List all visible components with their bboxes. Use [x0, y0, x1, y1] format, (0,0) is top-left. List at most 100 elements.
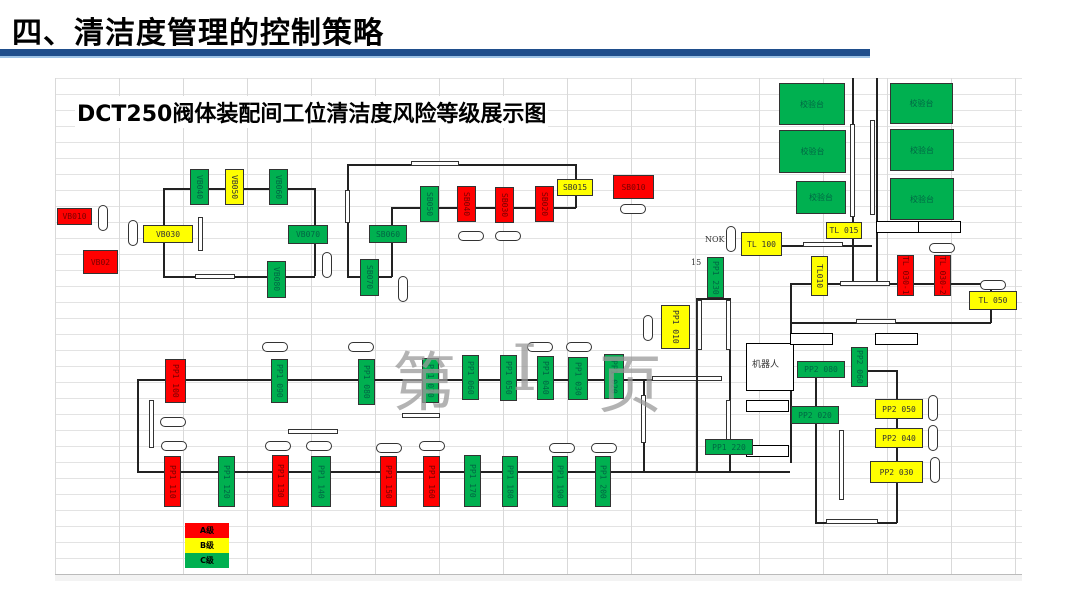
station-pp1-220[interactable]: PP1 220 [705, 439, 753, 455]
flow-arrow-right [288, 429, 338, 434]
watermark-char: 页 [598, 349, 662, 423]
station-pp1-120[interactable]: PP1 120 [218, 456, 235, 507]
station-pp2-030[interactable]: PP2 030 [870, 461, 923, 483]
station-pp2-050[interactable]: PP2 050 [875, 399, 923, 419]
station-pp1-110[interactable]: PP1 110 [164, 456, 181, 507]
station-vb010[interactable]: VB010 [57, 208, 92, 225]
station-pp1-090[interactable]: PP1 090 [271, 359, 288, 403]
station-sb015[interactable]: SB015 [557, 179, 593, 196]
spreadsheet-canvas [55, 78, 1022, 574]
station-pp1-050[interactable]: PP1 050 [500, 355, 517, 401]
station-pp1-150[interactable]: PP1 150 [380, 456, 397, 507]
station-pp1-140[interactable]: PP1 140 [311, 456, 331, 507]
legend-c: C级 [185, 553, 229, 568]
operator-icon [376, 443, 402, 453]
station-sb030[interactable]: SB030 [495, 187, 514, 223]
operator-icon [929, 243, 955, 253]
flow-arrow-left [195, 274, 235, 279]
station-tl050[interactable]: TL 050 [969, 291, 1017, 310]
station-pp1-080[interactable]: PP1 080 [358, 359, 375, 405]
station-pp2-020[interactable]: PP2 020 [791, 406, 839, 424]
vb-loop-bottom [163, 276, 315, 278]
station-pp1-100[interactable]: PP1 100 [165, 359, 186, 403]
station-vb070[interactable]: VB070 [288, 225, 328, 244]
station-pp1-020[interactable]: PP1 020 [604, 354, 624, 399]
station-pp1-190[interactable]: PP1 190 [552, 456, 568, 507]
station-pp1-070[interactable]: PP1 070 [422, 358, 439, 403]
station-pp1-030[interactable]: PP1 030 [568, 357, 588, 400]
station-tl015[interactable]: TL 015 [826, 222, 862, 239]
flow-arrow-right [826, 519, 878, 524]
operator-icon [527, 342, 553, 352]
flow-arrow-up [697, 300, 702, 350]
station-sb060[interactable]: SB060 [369, 225, 407, 243]
station-tl010[interactable]: TL010 [811, 256, 828, 296]
flow-arrow-left [803, 242, 843, 247]
slide-title: 四、清洁度管理的控制策略 [12, 16, 384, 51]
station-tl030-1[interactable]: TL 030-1 [897, 255, 914, 296]
check-station-3[interactable]: 校验台 [796, 181, 846, 214]
station-vb080[interactable]: VB080 [267, 261, 286, 298]
pp1-feed-line-2 [729, 298, 731, 472]
operator-icon [322, 252, 332, 278]
operator-icon [419, 441, 445, 451]
operator-icon [928, 395, 938, 421]
station-pp1-180[interactable]: PP1 180 [502, 456, 518, 507]
flow-arrow-down [839, 430, 844, 500]
flow-arrow-down [641, 395, 646, 443]
operator-icon [306, 441, 332, 451]
check-station-6[interactable]: 校验台 [890, 178, 954, 220]
operator-icon [161, 441, 187, 451]
station-sb070[interactable]: SB070 [360, 259, 379, 296]
tl-vert-line-2 [876, 78, 878, 284]
flow-arrow-up [726, 400, 731, 440]
station-pp1-040[interactable]: PP1 040 [537, 356, 554, 400]
blank-cell [790, 333, 833, 345]
station-sb020[interactable]: SB020 [535, 186, 554, 222]
station-sb050[interactable]: SB050 [420, 186, 439, 222]
watermark-char: 第 [392, 347, 456, 421]
station-pp1-160[interactable]: PP1 160 [423, 456, 440, 507]
legend-b: B级 [185, 538, 229, 553]
pp2-left-line [815, 377, 817, 523]
station-pp2-080[interactable]: PP2 080 [797, 361, 845, 378]
diagram-title: DCT250阀体装配间工位清洁度风险等级展示图 [75, 96, 549, 128]
flow-arrow-right [840, 281, 890, 286]
flow-arrow-up [198, 217, 203, 251]
station-pp1-010[interactable]: PP1 010 [661, 305, 690, 349]
station-tl030-2[interactable]: TL 030-2 [934, 255, 951, 296]
station-vb030[interactable]: VB030 [143, 225, 193, 243]
station-sb040[interactable]: SB040 [457, 186, 476, 222]
blank-cell [876, 221, 919, 233]
station-pp1-060[interactable]: PP1 060 [462, 355, 479, 400]
operator-icon [566, 342, 592, 352]
station-tl100[interactable]: TL 100 [741, 232, 782, 256]
station-vb040[interactable]: VB040 [190, 169, 209, 205]
pp1-feed-line [696, 298, 698, 472]
operator-icon [160, 417, 186, 427]
station-vb060[interactable]: VB060 [269, 169, 288, 205]
station-pp1-130[interactable]: PP1 130 [272, 455, 289, 507]
pp2-060-line [868, 370, 897, 372]
check-station-1[interactable]: 校验台 [779, 83, 845, 125]
check-station-4[interactable]: 校验台 [890, 83, 953, 124]
operator-icon [930, 457, 940, 483]
flow-arrow-up [345, 190, 350, 223]
station-vb02[interactable]: VB02 [83, 250, 118, 274]
nok-label: NOK [705, 235, 725, 244]
station-pp1-200[interactable]: PP1 200 [595, 456, 611, 507]
robot-label: 机器人 [752, 360, 780, 370]
operator-icon [262, 342, 288, 352]
station-pp1-230[interactable]: PP1 230 [707, 257, 724, 298]
flow-arrow-up [850, 124, 855, 217]
station-vb050[interactable]: VB050 [225, 169, 244, 205]
station-pp1-170[interactable]: PP1 170 [464, 455, 481, 507]
operator-icon [398, 276, 408, 302]
check-station-5[interactable]: 校验台 [890, 129, 954, 171]
check-station-2[interactable]: 校验台 [779, 130, 846, 173]
station-pp2-040[interactable]: PP2 040 [875, 428, 923, 448]
flow-arrow-left [856, 319, 896, 324]
tl-main-line [790, 283, 1000, 285]
station-sb010[interactable]: SB010 [613, 175, 654, 199]
station-pp2-060[interactable]: PP2 060 [851, 347, 868, 387]
